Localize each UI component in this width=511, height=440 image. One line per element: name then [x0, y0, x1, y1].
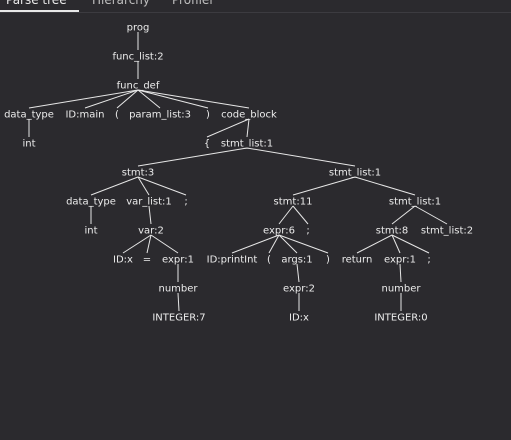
node-integer-0[interactable]: INTEGER:0: [374, 313, 427, 324]
node-punct[interactable]: ): [326, 255, 330, 266]
node-func-list-2[interactable]: func_list:2: [112, 52, 163, 63]
node-return[interactable]: return: [342, 255, 373, 266]
node-param-list-3[interactable]: param_list:3: [129, 110, 191, 121]
node-stmt-3[interactable]: stmt:3: [122, 168, 155, 179]
tree-edge: [137, 176, 187, 196]
node-id-x[interactable]: ID:x: [113, 255, 133, 266]
tree-edge: [278, 205, 294, 225]
node-data-type[interactable]: data_type: [66, 197, 116, 208]
tab-bar: Parse tree Hierarchy Profiler: [0, 0, 511, 12]
node-stmt-list-1[interactable]: stmt_list:1: [221, 139, 273, 150]
tree-edge: [246, 147, 356, 167]
node-var-list-1[interactable]: var_list:1: [126, 197, 172, 208]
node-int[interactable]: int: [22, 139, 35, 150]
tree-edge: [399, 263, 402, 283]
tree-edge: [177, 292, 180, 312]
tree-edge: [356, 234, 393, 254]
tab-bar-divider: [0, 12, 511, 13]
tree-edge: [391, 205, 416, 225]
node-prog[interactable]: prog: [127, 23, 150, 34]
tree-edge: [137, 89, 209, 109]
tab-profiler[interactable]: Profiler: [172, 0, 215, 7]
tree-edge: [231, 234, 280, 254]
active-tab-indicator: [0, 10, 79, 12]
tree-edges: [28, 32, 448, 312]
tab-hierarchy[interactable]: Hierarchy: [92, 0, 151, 7]
node-expr-6[interactable]: expr:6: [263, 226, 295, 237]
node-punct[interactable]: ;: [184, 197, 187, 208]
tree-edge: [137, 147, 248, 167]
node-data-type[interactable]: data_type: [4, 110, 54, 121]
node-var-2[interactable]: var:2: [138, 226, 164, 237]
node-args-1[interactable]: args:1: [281, 255, 312, 266]
node-id-x[interactable]: ID:x: [289, 313, 309, 324]
node-func-def[interactable]: func_def: [117, 81, 160, 92]
tree-edge: [84, 89, 139, 109]
tree-edge: [292, 176, 356, 196]
node-stmt-list-1[interactable]: stmt_list:1: [389, 197, 441, 208]
tree-edge: [148, 205, 152, 225]
node-punct[interactable]: ;: [427, 255, 430, 266]
node-punct[interactable]: {: [204, 139, 210, 150]
tree-edge: [146, 234, 152, 254]
node-number[interactable]: number: [158, 284, 198, 295]
tree-edge: [278, 234, 298, 254]
node-expr-1[interactable]: expr:1: [162, 255, 194, 266]
tree-edge: [391, 234, 401, 254]
tree-edge: [391, 234, 430, 254]
node-punct[interactable]: (: [267, 255, 271, 266]
node-id-printint[interactable]: ID:printInt: [207, 255, 258, 266]
node-punct[interactable]: ): [206, 110, 210, 121]
tree-nodes: progfunc_list:2func_defdata_typeintID:ma…: [4, 23, 473, 324]
node-stmt-8[interactable]: stmt:8: [376, 226, 409, 237]
tree-edge: [206, 118, 250, 138]
node-number[interactable]: number: [381, 284, 421, 295]
node-punct[interactable]: ;: [306, 226, 309, 237]
tree-edge: [122, 234, 152, 254]
tree-edge: [28, 89, 139, 109]
node-expr-1[interactable]: expr:1: [384, 255, 416, 266]
node-expr-2[interactable]: expr:2: [283, 284, 315, 295]
tree-edge: [354, 176, 416, 196]
node-id-main[interactable]: ID:main: [65, 110, 104, 121]
tree-edge: [414, 205, 448, 225]
tree-edge: [292, 205, 309, 225]
tree-edge: [137, 89, 250, 109]
node-punct[interactable]: (: [115, 110, 119, 121]
node-stmt-list-2[interactable]: stmt_list:2: [421, 226, 473, 237]
tree-edge: [296, 263, 300, 283]
tree-edge: [137, 176, 150, 196]
node-code-block[interactable]: code_block: [221, 110, 277, 121]
tree-edge: [278, 234, 329, 254]
tree-edge: [90, 176, 139, 196]
tree-edge: [116, 89, 139, 109]
node-punct[interactable]: =: [143, 255, 151, 266]
node-int[interactable]: int: [84, 226, 97, 237]
tree-edge: [246, 118, 250, 138]
node-stmt-11[interactable]: stmt:11: [274, 197, 313, 208]
node-integer-7[interactable]: INTEGER:7: [152, 313, 205, 324]
tree-edge: [268, 234, 280, 254]
node-stmt-list-1[interactable]: stmt_list:1: [329, 168, 381, 179]
tree-edge: [137, 89, 161, 109]
tab-parse-tree[interactable]: Parse tree: [6, 0, 67, 7]
tree-edge: [150, 234, 179, 254]
